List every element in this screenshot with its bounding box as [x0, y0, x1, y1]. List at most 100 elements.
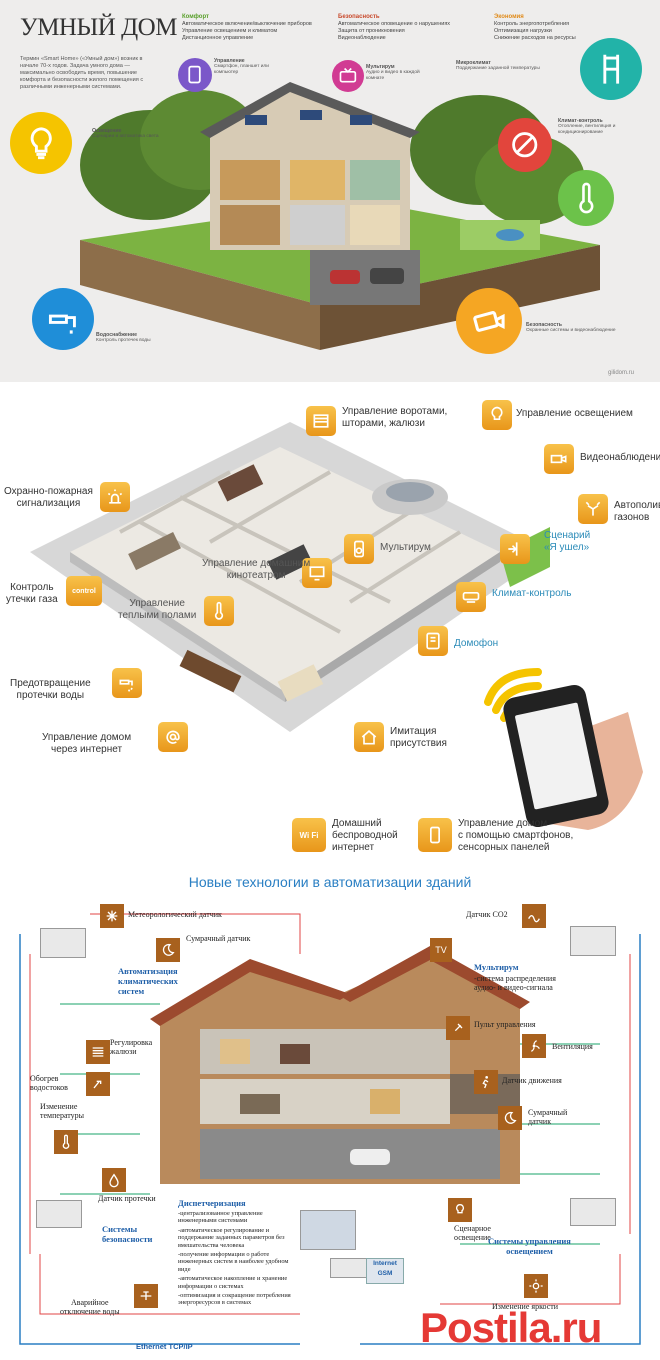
header-col-economy: Экономия Контроль энергопотребления Опти… — [494, 14, 634, 42]
wifi-icon: Wi Fi — [292, 818, 326, 852]
head-dispatch: Диспетчеризация — [178, 1198, 246, 1208]
twilight-sensor-icon — [156, 938, 180, 962]
header-col-line: Защита от проникновения — [338, 28, 405, 34]
dispatch-item: -получение информации о работе инженерны… — [178, 1251, 289, 1273]
weather-sensor-icon — [100, 904, 124, 928]
label-twilight-right: Сумрачный датчик — [528, 1108, 568, 1126]
postila-watermark: Postila.ru — [420, 1304, 602, 1351]
head-multiroom: Мультирум — [474, 962, 519, 972]
smartphone-icon — [418, 818, 452, 852]
header-col-line: Снижение расходов на ресурсы — [494, 35, 576, 41]
source-credit: gilidom.ru — [608, 370, 635, 376]
label-vent: Вентиляция — [552, 1042, 593, 1051]
wiring-lines — [19, 913, 641, 1345]
head-lighting-control: Системы управления освещением — [488, 1236, 571, 1256]
feature-gates-label: Управление воротами, шторами, жалюзи — [342, 406, 448, 429]
water-tap-icon — [32, 288, 94, 350]
intro-text: Термин «Smart Home» («Умный дом») возник… — [20, 56, 144, 90]
motion-sensor-icon — [474, 1070, 498, 1094]
label-water-off: Аварийное отключение воды — [60, 1298, 120, 1316]
air-conditioner-icon — [456, 582, 486, 612]
label-head: Климат-контроль — [558, 118, 603, 124]
tv-icon-text: TV — [435, 945, 447, 955]
label-brightness: Изменение яркости — [492, 1302, 559, 1311]
leak-sensor-icon — [102, 1168, 126, 1192]
blinds-icon — [86, 1040, 110, 1064]
label-head: Освещение — [92, 128, 122, 134]
label-head: Мультирум — [366, 64, 395, 70]
head-security: Системы безопасности — [102, 1224, 153, 1244]
feature-climate-label: Климат-контроль — [492, 588, 572, 599]
feature-scenario-label: Сценарий «Я ушел» — [544, 530, 591, 553]
gutter-heating-icon — [86, 1072, 110, 1096]
temperature-icon — [54, 1130, 78, 1154]
thermostat-icon — [204, 596, 234, 626]
feature-smartphone-label: Управление домом с помощью смартфонов, с… — [458, 818, 574, 853]
header-col-line: Видеонаблюдение — [338, 35, 386, 41]
lightbulb-icon — [10, 112, 72, 174]
header-col-head: Безопасность — [338, 14, 380, 20]
tablet-icon — [178, 58, 212, 92]
no-fire-icon — [498, 118, 552, 172]
header-col-line: Управление освещением и климатом — [182, 28, 278, 34]
dispatch-item: -оптимизация и сокращение потребления эн… — [178, 1292, 291, 1307]
panel3-title: Новые технологии в автоматизации зданий — [188, 874, 472, 890]
label-head: Управление — [214, 58, 245, 64]
camera-icon — [456, 288, 522, 354]
label-blinds: Регулировка жалюзи — [110, 1038, 153, 1056]
panel1-title: УМНЫЙ ДОМ — [20, 14, 177, 41]
smart-home-features-panel: Управление воротами, шторами, жалюзи Упр… — [0, 382, 660, 864]
wifi-icon-text: Wi Fi — [299, 830, 319, 840]
smartphone-in-hand-illustration — [484, 668, 643, 830]
co2-sensor-icon — [522, 904, 546, 928]
header-col-head: Комфорт — [182, 14, 209, 20]
feature-wifi-label: Домашний беспроводной интернет — [332, 818, 398, 853]
header-col-line: Оптимизация нагрузки — [494, 28, 552, 34]
thermometer-icon — [558, 170, 614, 226]
intercom-icon — [418, 626, 448, 656]
feature-lawn-label: Автополив газонов — [614, 500, 660, 523]
lightbulb-icon — [482, 400, 512, 430]
gas-control-icon: control — [66, 576, 102, 606]
control-rack-bottom-left — [36, 1200, 82, 1228]
feature-fire-label: Охранно-пожарная сигнализация — [4, 486, 93, 509]
head-climate-automation: Автоматизация климатических систем — [118, 966, 178, 996]
scene-lighting-icon — [448, 1198, 472, 1222]
feature-floor-label: Управление теплыми полами — [118, 598, 197, 621]
label-text: Охранные системы и видеонаблюдение — [526, 328, 616, 333]
twilight-sensor-right-icon — [498, 1106, 522, 1130]
exit-door-icon — [500, 534, 530, 564]
gas-icon-text: control — [72, 587, 96, 595]
control-rack-top-right — [570, 926, 616, 956]
dispatch-item: -автоматическое накопление и хранение ин… — [178, 1275, 288, 1290]
chair-icon — [580, 38, 642, 100]
tv-icon: TV — [430, 938, 452, 962]
remote-control-icon — [446, 1016, 470, 1040]
home-presence-icon — [354, 722, 384, 752]
label-temperature: Изменение температуры — [40, 1102, 85, 1120]
building-cutaway-illustration — [150, 946, 530, 1184]
water-leak-icon — [112, 668, 142, 698]
control-rack-top-left — [40, 928, 86, 958]
gsm-label: GSM — [377, 1270, 393, 1277]
header-col-head: Экономия — [494, 14, 524, 20]
label-text: Смартфон, планшет или компьютер — [214, 64, 269, 75]
infographic-panel-smart-home: УМНЫЙ ДОМ Комфорт Автоматическое включен… — [0, 0, 660, 382]
alarm-signal-icon — [100, 482, 130, 512]
feature-presence-label: Имитация присутствия — [390, 726, 447, 749]
ethernet-label: Ethernet TCP/IP — [136, 1342, 193, 1351]
label-text: Сценарии и автоматика света — [92, 134, 159, 139]
feature-internet-label: Управление домом через интернет — [42, 732, 132, 755]
gates-icon — [306, 406, 336, 436]
multiroom-description: -система распределения аудио- и видео-си… — [474, 974, 556, 992]
server-unit — [300, 1210, 356, 1250]
dispatch-item: -автоматическое регулирование и поддержа… — [178, 1226, 285, 1249]
feature-lighting-label: Управление освещением — [516, 408, 633, 419]
dispatch-block: Диспетчеризация -централизованное управл… — [178, 1198, 302, 1307]
header-col-security: Безопасность Автоматическое оповещение о… — [338, 14, 478, 42]
